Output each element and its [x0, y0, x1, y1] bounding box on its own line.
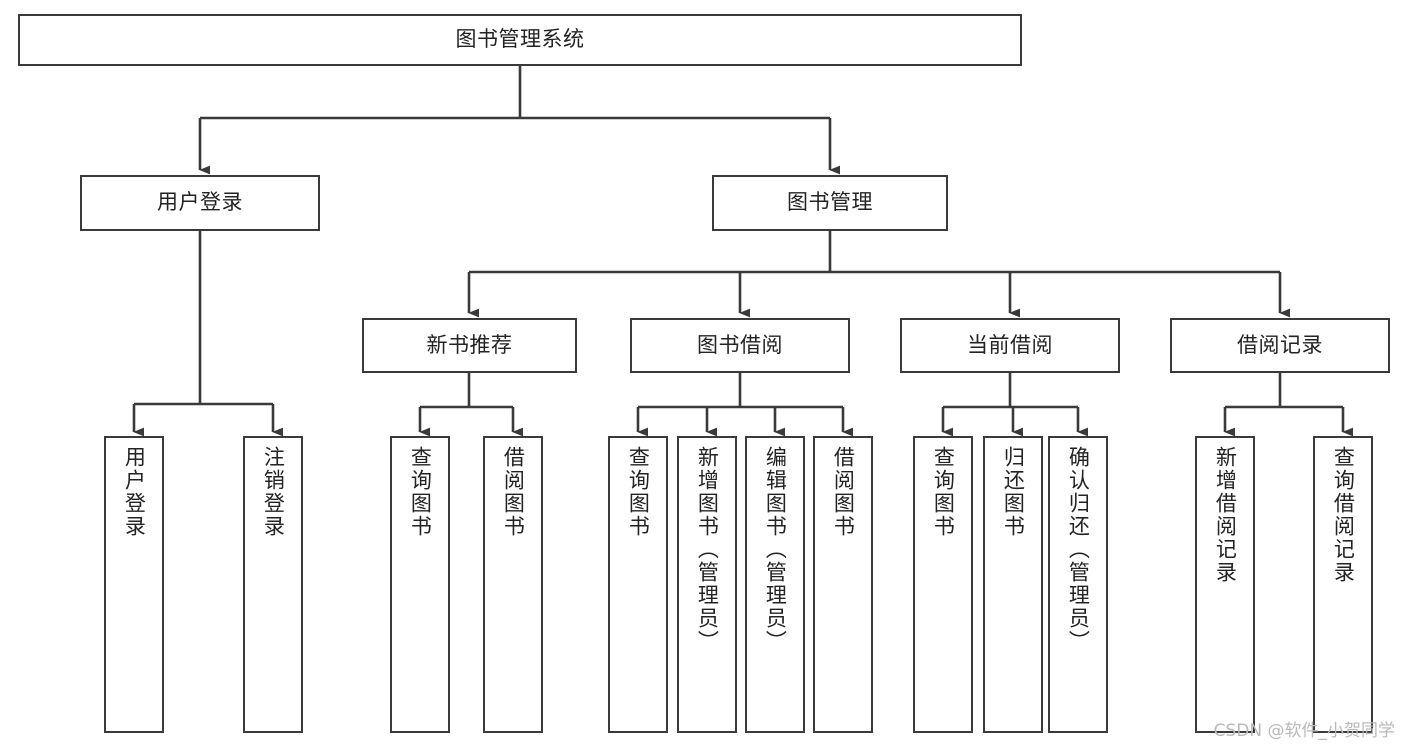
node-leaf-user-login-label: 用户登录: [122, 446, 147, 538]
node-leaf-user-login[interactable]: 用户登录: [104, 436, 164, 733]
node-leaf-confirm-return[interactable]: 确认归还（管理员）: [1048, 436, 1108, 733]
node-leaf-logout[interactable]: 注销登录: [243, 436, 303, 733]
node-leaf-borrow-book-rec-label: 借阅图书: [501, 446, 526, 538]
edges-new-book-recommend-to-leaves: [418, 373, 524, 437]
node-leaf-query-book-rec[interactable]: 查询图书: [390, 436, 450, 733]
node-leaf-borrow-book-rec[interactable]: 借阅图书: [483, 436, 543, 733]
edges-book-borrow-to-leaves: [636, 373, 854, 437]
node-leaf-edit-book-label: 编辑图书（管理员）: [763, 446, 788, 653]
node-leaf-return-book-label: 归还图书: [1001, 446, 1026, 538]
node-leaf-confirm-return-label: 确认归还（管理员）: [1066, 446, 1091, 653]
node-user-login[interactable]: 用户登录: [80, 175, 320, 231]
node-leaf-logout-label: 注销登录: [261, 446, 286, 538]
node-current-borrow[interactable]: 当前借阅: [900, 318, 1120, 373]
node-leaf-edit-book[interactable]: 编辑图书（管理员）: [745, 436, 805, 733]
node-root[interactable]: 图书管理系统: [18, 14, 1022, 66]
node-leaf-query-book-cur-label: 查询图书: [931, 446, 956, 538]
node-leaf-add-record[interactable]: 新增借阅记录: [1195, 436, 1255, 733]
edges-root-to-level1: [198, 66, 841, 175]
node-leaf-return-book[interactable]: 归还图书: [983, 436, 1043, 733]
edges-borrow-record-to-leaves: [1223, 373, 1354, 437]
node-book-borrow[interactable]: 图书借阅: [630, 318, 850, 373]
node-leaf-borrow-book-label: 借阅图书: [831, 446, 856, 538]
node-book-manage[interactable]: 图书管理: [712, 175, 948, 231]
edges-book-manage-to-level2: [467, 231, 1291, 318]
node-leaf-query-book-borrow[interactable]: 查询图书: [608, 436, 668, 733]
node-borrow-record[interactable]: 借阅记录: [1170, 318, 1390, 373]
node-leaf-borrow-book[interactable]: 借阅图书: [813, 436, 873, 733]
node-leaf-add-book[interactable]: 新增图书（管理员）: [677, 436, 737, 733]
node-leaf-add-record-label: 新增借阅记录: [1213, 446, 1238, 584]
node-leaf-add-book-label: 新增图书（管理员）: [695, 446, 720, 653]
node-book-manage-label: 图书管理: [787, 190, 873, 215]
node-current-borrow-label: 当前借阅: [967, 332, 1053, 357]
node-leaf-query-record-label: 查询借阅记录: [1331, 446, 1356, 584]
edges-user-login-to-leaves: [132, 231, 284, 437]
node-leaf-query-book-borrow-label: 查询图书: [626, 446, 651, 538]
node-new-book-recommend-label: 新书推荐: [426, 332, 513, 357]
node-book-borrow-label: 图书借阅: [697, 332, 783, 357]
node-leaf-query-book-rec-label: 查询图书: [408, 446, 433, 538]
node-new-book-recommend[interactable]: 新书推荐: [362, 318, 577, 373]
node-root-label: 图书管理系统: [455, 27, 585, 52]
node-leaf-query-book-cur[interactable]: 查询图书: [913, 436, 973, 733]
edges-current-borrow-to-leaves: [941, 373, 1089, 437]
node-borrow-record-label: 借阅记录: [1237, 332, 1323, 357]
node-user-login-label: 用户登录: [157, 190, 243, 215]
node-leaf-query-record[interactable]: 查询借阅记录: [1313, 436, 1373, 733]
